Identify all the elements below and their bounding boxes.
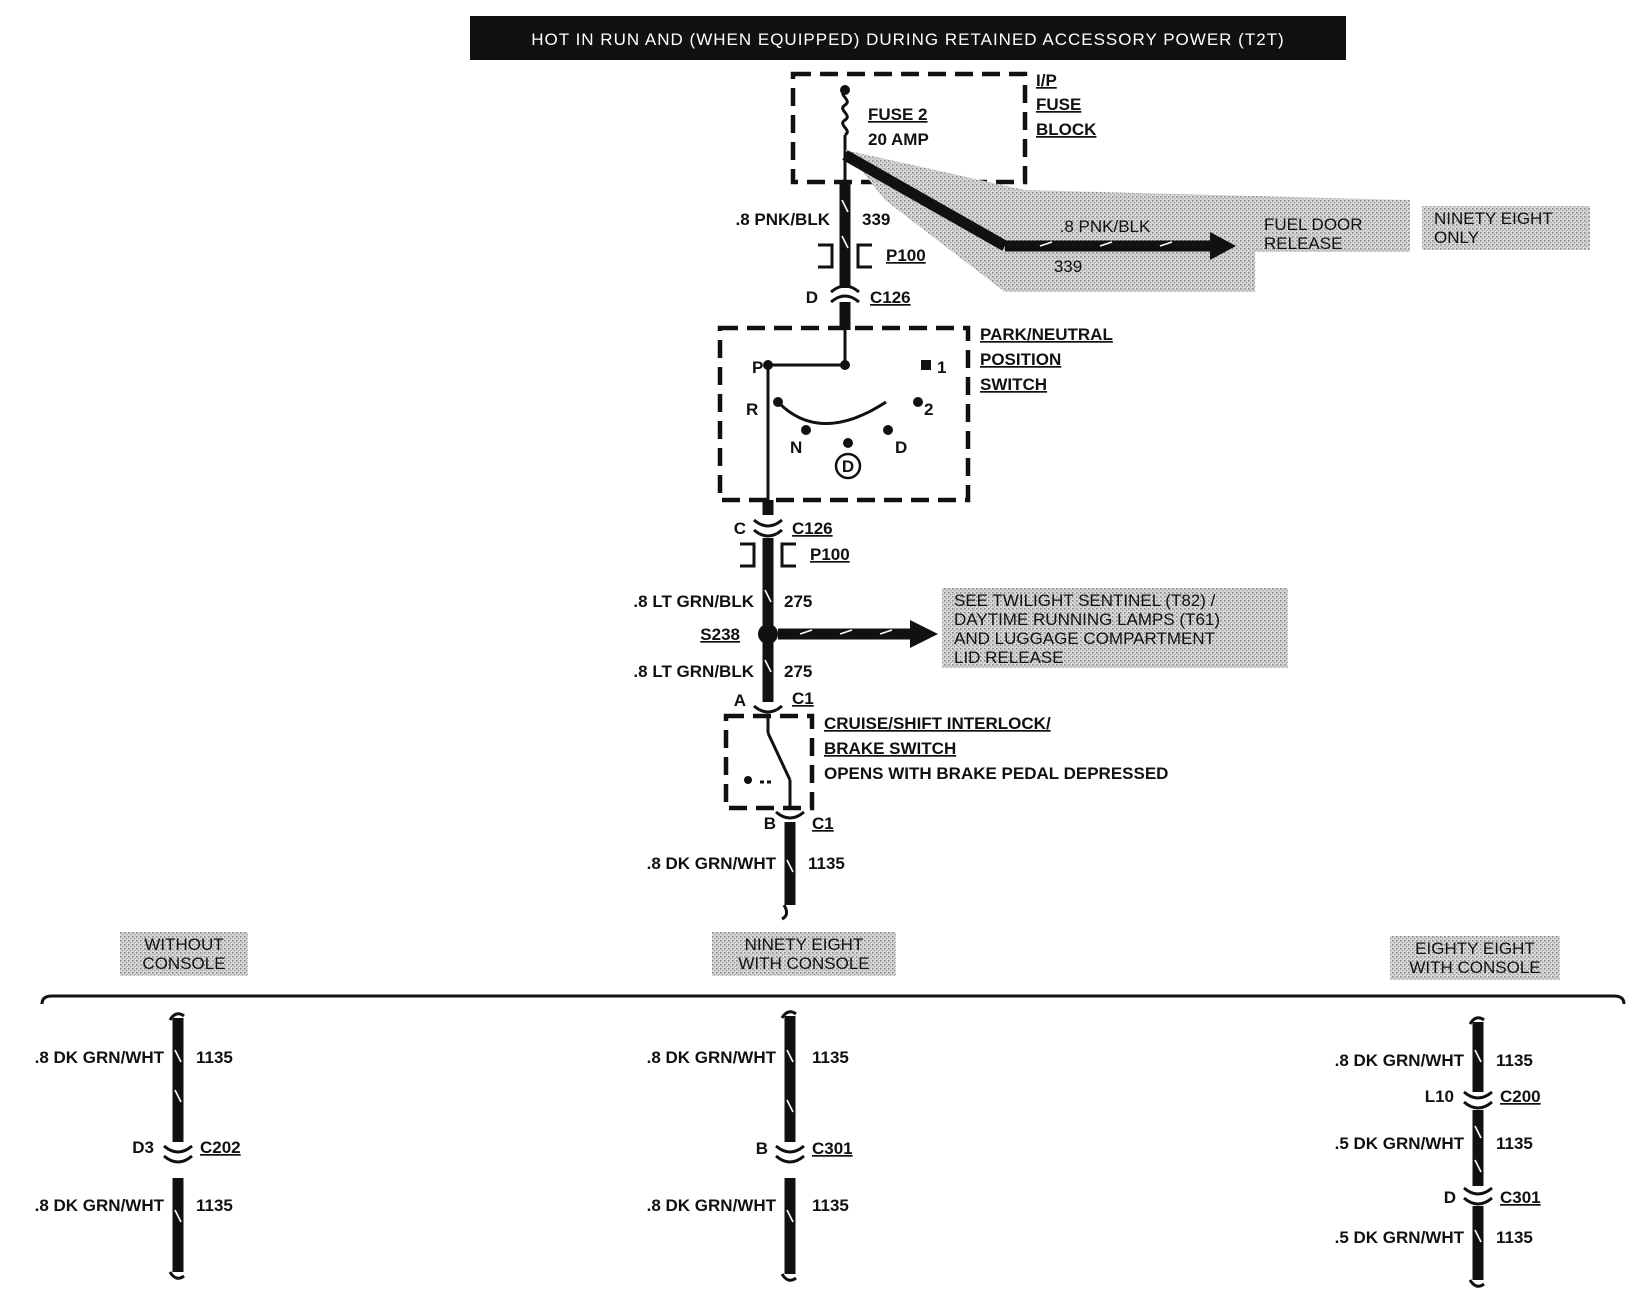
branch-1-pin: D3	[132, 1138, 154, 1157]
branch-eighty-eight-console: EIGHTY EIGHT WITH CONSOLE .8 DK GRN/WHT …	[1335, 936, 1560, 1288]
splice-note-1: SEE TWILIGHT SENTINEL (T82) /	[954, 591, 1216, 610]
splice-note-4: LID RELEASE	[954, 648, 1064, 667]
ninety-eight-only-1: NINETY EIGHT	[1434, 209, 1553, 228]
fuse-block-label-3: BLOCK	[1036, 120, 1097, 139]
brake-top-connector: C1	[792, 689, 814, 708]
branch-2-upper-circuit: 1135	[812, 1048, 849, 1067]
splice-name: S238	[700, 625, 740, 644]
wire-275-lower-circuit: 275	[784, 662, 812, 681]
fuel-wire-gauge: .8 PNK/BLK	[1060, 217, 1151, 236]
splice-note-3: AND LUGGAGE COMPARTMENT	[954, 629, 1215, 648]
header-text: HOT IN RUN AND (WHEN EQUIPPED) DURING RE…	[531, 30, 1284, 49]
c126-bottom-name: C126	[792, 519, 833, 538]
branch-2-title-1: NINETY EIGHT	[745, 935, 864, 954]
branch-3-middle-gauge: .5 DK GRN/WHT	[1335, 1134, 1465, 1153]
connector-p100-bottom: P100	[810, 545, 850, 564]
branch-3-upper-gauge: .8 DK GRN/WHT	[1335, 1051, 1465, 1070]
brake-note: OPENS WITH BRAKE PEDAL DEPRESSED	[824, 764, 1168, 783]
ninety-eight-only-2: ONLY	[1434, 228, 1479, 247]
pn-pos-n: N	[790, 438, 802, 457]
brake-switch: A C1 CRUISE/SHIFT INTERLOCK/ BRAKE SWITC…	[647, 689, 1168, 921]
branch-2-connector: C301	[812, 1139, 853, 1158]
branch-1-lower-circuit: 1135	[196, 1196, 233, 1215]
pn-pos-1: 1	[937, 358, 946, 377]
branch-without-console: WITHOUT CONSOLE .8 DK GRN/WHT 1135 D3 C2…	[35, 932, 248, 1280]
park-neutral-switch: P R N D D 1 2 PARK/NEUTRAL POSITION SWIT…	[717, 325, 1113, 503]
branch-3-connector-2: C301	[1500, 1188, 1541, 1207]
branch-3-lower-gauge: .5 DK GRN/WHT	[1335, 1228, 1465, 1247]
branch-3-lower-circuit: 1135	[1496, 1228, 1533, 1247]
branch-1-connector: C202	[200, 1138, 241, 1157]
brake-top-pin: A	[734, 691, 746, 710]
branch-3-pin-2: D	[1444, 1188, 1456, 1207]
pn-pos-2: 2	[924, 400, 933, 419]
fuel-door-label-2: RELEASE	[1264, 234, 1342, 253]
pn-switch-label-1: PARK/NEUTRAL	[980, 325, 1113, 344]
fuse-rating: 20 AMP	[868, 130, 929, 149]
branch-2-lower-gauge: .8 DK GRN/WHT	[647, 1196, 777, 1215]
brake-bottom-connector: C1	[812, 814, 834, 833]
branch-3-title-2: WITH CONSOLE	[1409, 958, 1540, 977]
wire-275-lower-gauge: .8 LT GRN/BLK	[633, 662, 754, 681]
c126-top-name: C126	[870, 288, 911, 307]
wire-275-upper-gauge: .8 LT GRN/BLK	[633, 592, 754, 611]
c126-bottom-pin: C	[734, 519, 746, 538]
fuse-block-label-2: FUSE	[1036, 95, 1081, 114]
c126-top-pin: D	[806, 288, 818, 307]
fuse-symbol	[841, 88, 849, 137]
wire-1135-main-gauge: .8 DK GRN/WHT	[647, 854, 777, 873]
wire-1135-main-circuit: 1135	[808, 854, 845, 873]
branch-ninety-eight-console: NINETY EIGHT WITH CONSOLE .8 DK GRN/WHT …	[647, 932, 896, 1282]
branch-2-pin: B	[756, 1139, 768, 1158]
branch-3-middle-circuit: 1135	[1496, 1134, 1533, 1153]
branch-2-upper-gauge: .8 DK GRN/WHT	[647, 1048, 777, 1067]
pn-pos-p: P	[752, 358, 763, 377]
splice-s238	[758, 624, 778, 644]
fuse-block: FUSE 2 20 AMP I/P FUSE BLOCK	[790, 71, 1097, 185]
branch-1-title-2: CONSOLE	[142, 954, 225, 973]
brake-label-1: CRUISE/SHIFT INTERLOCK/	[824, 714, 1051, 733]
connector-p100-top: P100	[886, 246, 926, 265]
pn-switch-label-2: POSITION	[980, 350, 1061, 369]
branch-1-lower-gauge: .8 DK GRN/WHT	[35, 1196, 165, 1215]
branch-3-connector-1: C200	[1500, 1087, 1541, 1106]
pn-pos-d-center: D	[842, 457, 854, 476]
branch-3-title-1: EIGHTY EIGHT	[1415, 939, 1535, 958]
wire-339-circuit: 339	[862, 210, 890, 229]
branch-brace	[40, 994, 1626, 1005]
fuel-wire-circuit: 339	[1054, 257, 1082, 276]
splice-note-2: DAYTIME RUNNING LAMPS (T61)	[954, 610, 1220, 629]
branch-1-title-1: WITHOUT	[144, 935, 223, 954]
brake-bottom-pin: B	[764, 814, 776, 833]
branch-3-pin-1: L10	[1425, 1087, 1454, 1106]
branch-2-lower-circuit: 1135	[812, 1196, 849, 1215]
branch-1-upper-circuit: 1135	[196, 1048, 233, 1067]
wire-275: C C126 P100 .8 LT GRN/BLK 275 S238 SEE T…	[633, 500, 1288, 702]
pn-pos-r: R	[746, 400, 758, 419]
pn-switch-label-3: SWITCH	[980, 375, 1047, 394]
branch-1-upper-gauge: .8 DK GRN/WHT	[35, 1048, 165, 1067]
fuse-name: FUSE 2	[868, 105, 928, 124]
fuse-block-label-1: I/P	[1036, 71, 1057, 90]
fuel-door-branch: .8 PNK/BLK 339 FUEL DOOR RELEASE NINETY …	[842, 150, 1590, 292]
brake-label-2: BRAKE SWITCH	[824, 739, 956, 758]
header-banner: HOT IN RUN AND (WHEN EQUIPPED) DURING RE…	[470, 16, 1346, 60]
pn-pos-d: D	[895, 438, 907, 457]
wire-339: .8 PNK/BLK 339 P100 D C126	[736, 182, 926, 330]
branch-3-upper-circuit: 1135	[1496, 1051, 1533, 1070]
branch-2-title-2: WITH CONSOLE	[738, 954, 869, 973]
wire-339-gauge: .8 PNK/BLK	[736, 210, 831, 229]
wire-275-upper-circuit: 275	[784, 592, 812, 611]
fuel-door-label-1: FUEL DOOR	[1264, 215, 1363, 234]
